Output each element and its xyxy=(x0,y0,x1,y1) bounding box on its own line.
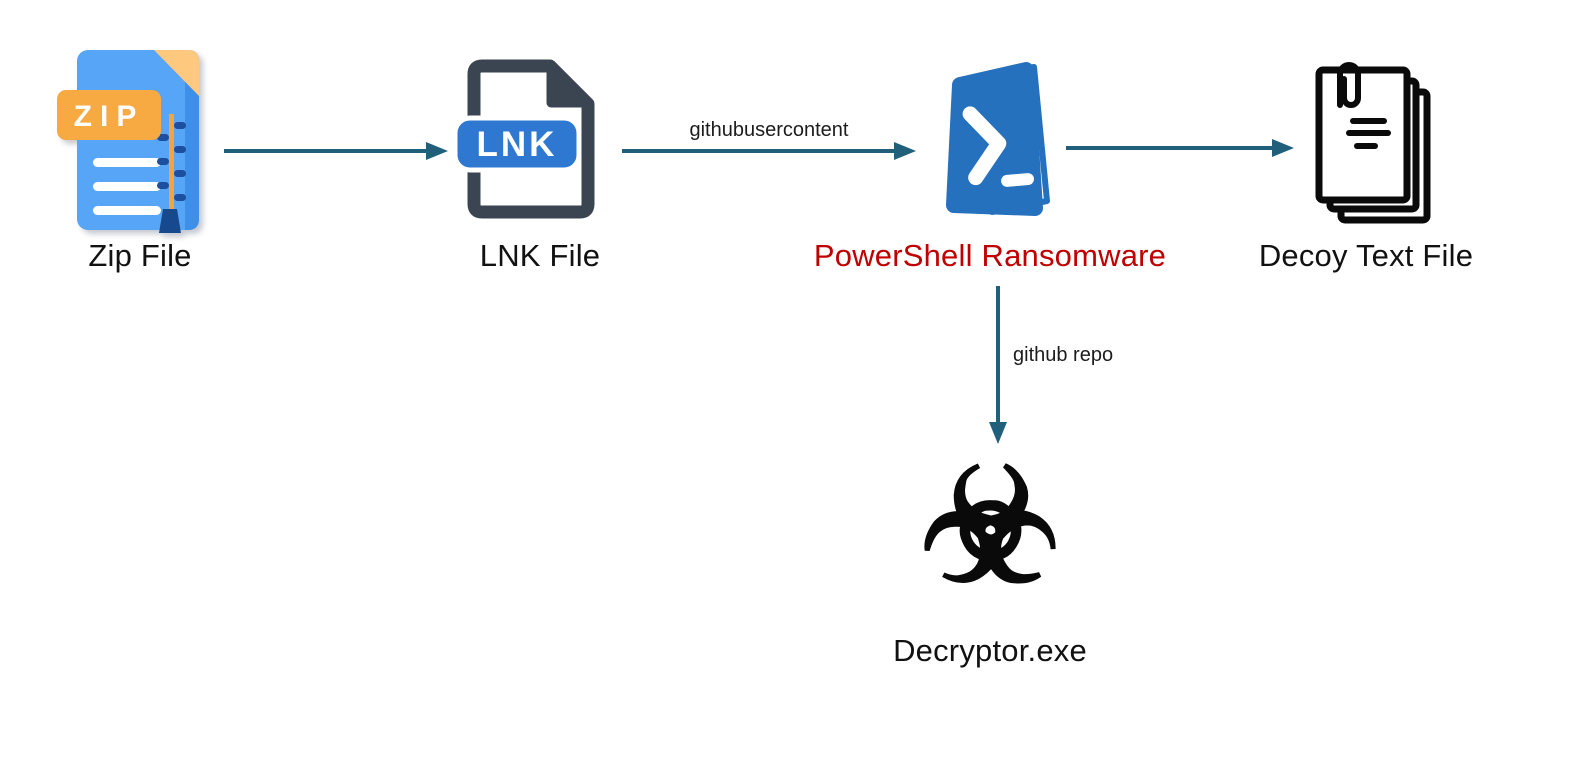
decoy-paperclip xyxy=(1337,62,1361,108)
edge-label-github-repo: github repo xyxy=(1013,344,1114,366)
arrow-zip-to-lnk xyxy=(224,142,448,160)
zip-doc-right-edge xyxy=(185,50,199,230)
zip-zipper xyxy=(157,114,186,233)
zip-folded-corner xyxy=(154,50,199,96)
zip-text-line xyxy=(93,158,161,167)
zip-file-icon: ZIP xyxy=(57,50,199,233)
powershell-ransomware-label: PowerShell Ransomware xyxy=(813,238,1167,273)
lnk-badge-text: LNK xyxy=(477,125,558,164)
arrow-powershell-to-decryptor xyxy=(989,286,1007,444)
decoy-text-file-label: Decoy Text File xyxy=(1258,238,1474,273)
biohazard-glyph: ☣ xyxy=(917,435,1064,619)
arrow-powershell-to-decoy xyxy=(1066,139,1294,157)
decoy-text-file-icon xyxy=(1315,62,1431,224)
lnk-file-icon: LNK xyxy=(452,59,595,219)
zip-text-line xyxy=(93,206,161,215)
arrow-lnk-to-powershell xyxy=(622,142,916,160)
edge-label-githubusercontent: githubusercontent xyxy=(689,119,849,141)
zip-zipper-pull xyxy=(159,209,181,233)
lnk-folded-corner xyxy=(546,63,591,108)
decryptor-exe-label: Decryptor.exe xyxy=(893,633,1087,668)
zip-badge-text: ZIP xyxy=(74,100,145,133)
powershell-icon xyxy=(946,62,1050,216)
zip-badge xyxy=(57,90,161,140)
biohazard-icon: ☣ xyxy=(890,436,1090,618)
powershell-prompt xyxy=(962,106,1035,187)
decoy-text-lines xyxy=(1346,118,1391,149)
lnk-badge xyxy=(452,115,582,173)
zip-file-label: Zip File xyxy=(88,238,192,273)
lnk-file-label: LNK File xyxy=(479,238,601,273)
zip-text-line xyxy=(93,182,161,191)
